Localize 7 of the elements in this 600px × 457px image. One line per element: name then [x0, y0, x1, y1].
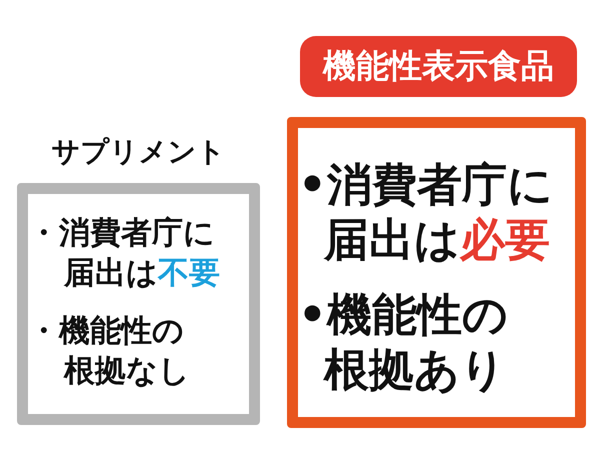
bullet-item: •機能性の根拠あり	[298, 287, 508, 397]
bullet-item: •消費者庁に届出は必要	[298, 157, 553, 267]
bullet-item: ・消費者庁に届出は不要	[28, 214, 221, 293]
heading: サプリメント	[50, 134, 226, 170]
heading-badge: 機能性表示食品	[300, 36, 577, 97]
bullet-item: ・機能性の根拠なし	[28, 312, 191, 391]
info-box	[287, 117, 586, 428]
